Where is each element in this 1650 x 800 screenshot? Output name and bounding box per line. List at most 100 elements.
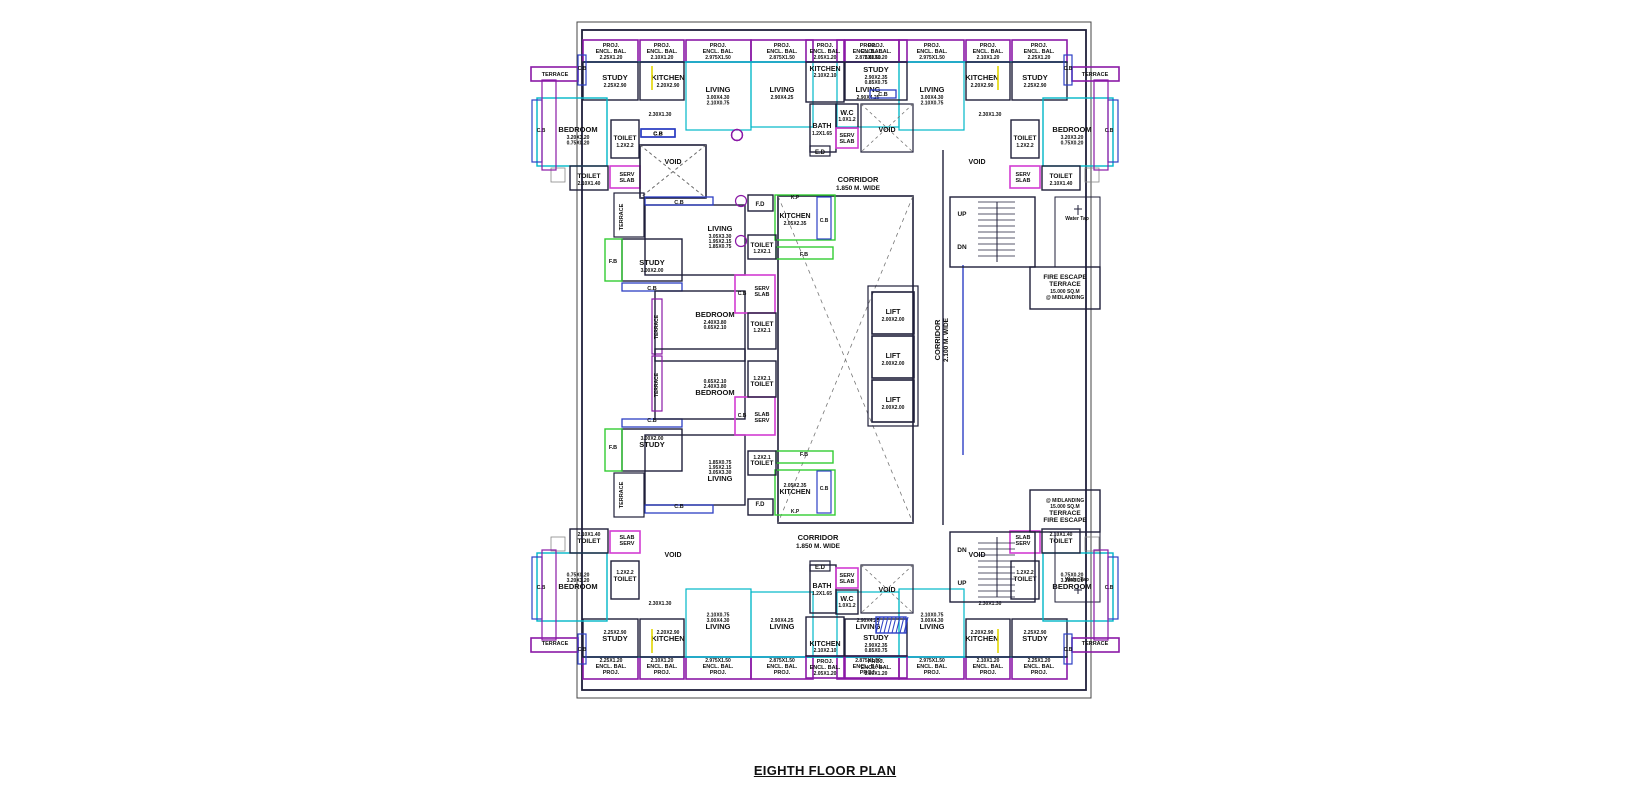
cupboard (640, 128, 676, 138)
balcony-label: PROJ. (817, 659, 834, 665)
room-name: TOILET (614, 135, 637, 142)
room-dimension: 1.2X1.65 (812, 131, 832, 137)
room-toilet (1010, 560, 1040, 600)
terrace-label: TERRACE (654, 372, 660, 397)
balcony-label: ENCL. BAL. (917, 664, 948, 670)
lift-label: LIFT (886, 397, 901, 404)
room-kitchen (639, 61, 685, 101)
lift-label: LIFT (886, 309, 901, 316)
balcony-label: PROJ. (868, 659, 885, 665)
cupboard-label: C.B (578, 647, 587, 653)
water-tap-label: Water Tap (1065, 216, 1089, 222)
terrace (651, 355, 663, 412)
cupboard-label: C.B (738, 413, 747, 419)
room-living (750, 591, 814, 658)
room-name: TOILET (1014, 135, 1037, 142)
cupboard-label: C.B (820, 218, 829, 224)
room-name: BEDROOM (1052, 125, 1091, 134)
slab-outline (576, 21, 1092, 699)
corridor-label: CORRIDOR (838, 175, 879, 184)
hatch-line (883, 616, 889, 634)
cupboard-label: C.B (820, 486, 829, 492)
service-slab-label: SERV (840, 133, 855, 139)
room-toilet (610, 119, 640, 159)
balcony-dimension: 2.875X1.50 (769, 658, 795, 664)
balcony-label: ENCL. BAL. (596, 49, 627, 55)
cupboard-label: C.B (674, 200, 684, 206)
cupboard-label: C.B (537, 585, 546, 591)
room-dimension: 2.90X4.25 (771, 95, 794, 101)
room-dimension: 2.05X2.35 (784, 483, 807, 489)
room-dimension: 2.10X0.75 (707, 613, 730, 619)
void-label: VOID (878, 127, 895, 134)
terrace-label: TERRACE (1082, 641, 1109, 647)
kitchen-platform-label: K.P (791, 509, 800, 515)
terrace-label: TERRACE (619, 481, 625, 508)
room-dimension: 1.2X2.2 (1016, 570, 1033, 576)
corridor-label: CORRIDOR (798, 533, 839, 542)
room-dimension: 3.05X3.30 (709, 470, 732, 476)
cupboard-label: C.B (653, 132, 663, 138)
room-bedroom (654, 290, 746, 362)
room-name: STUDY (639, 440, 664, 449)
service-slab-label: SLAB (840, 139, 855, 145)
balcony-label: PROJ. (774, 670, 791, 676)
balcony-label: ENCL. BAL. (647, 49, 678, 55)
service-slab-label: SLAB (620, 535, 635, 541)
room-study (582, 618, 639, 658)
corridor-width: 1.850 M. WIDE (836, 185, 881, 192)
room-name: KITCHEN (965, 73, 998, 82)
room-dimension: 2.10X0.75 (921, 613, 944, 619)
service-slab-label: SLAB (840, 579, 855, 585)
room-dimension: 2.90X4.25 (771, 618, 794, 624)
service-slab-label: SLAB (1016, 535, 1031, 541)
room-dimension: 2.30X1.30 (979, 601, 1002, 607)
hatch-line (879, 616, 885, 634)
room-dimension: 2.10X0.75 (921, 101, 944, 107)
lift-3 (871, 379, 915, 423)
balcony-label: PROJ. (710, 43, 727, 49)
stair-core (949, 531, 1036, 603)
room-name: LIVING (769, 85, 794, 94)
balcony-dimension: 2.875X1.50 (855, 55, 881, 61)
room-dimension: 1.2X2.1 (753, 328, 770, 334)
cupboard (1063, 633, 1073, 665)
door-swing (734, 194, 748, 208)
flower-bed-label: F.B (609, 259, 617, 265)
room-dimension: 3.00X4.30 (921, 618, 944, 624)
hatch-line (903, 616, 909, 634)
room-wc (835, 589, 859, 615)
room-dimension: 1.85X0.75 (709, 244, 732, 250)
room-name: KITCHEN (779, 213, 810, 220)
room-dimension: 3.00X4.30 (921, 95, 944, 101)
room-study (1011, 618, 1068, 658)
door-label: F.D (756, 502, 766, 508)
room-dimension: 2.10X1.40 (1050, 181, 1073, 187)
room-name: TOILET (578, 173, 601, 180)
corridor-width: 2.100 M. WIDE (943, 317, 950, 362)
void-label: VOID (664, 159, 681, 166)
room-living (836, 591, 900, 658)
room-dimension: 1.85X0.75 (709, 460, 732, 466)
room-dimension: 2.25X2.90 (604, 83, 627, 89)
balcony-dimension: 2.10X1.20 (651, 658, 674, 664)
cupboard (644, 504, 714, 514)
room-dimension: 2.10X1.40 (578, 532, 601, 538)
room-name: LIVING (707, 474, 732, 483)
void-shaft (639, 144, 707, 199)
balcony-label: PROJ. (603, 670, 620, 676)
cupboard (621, 418, 683, 428)
outer-ledge (1093, 79, 1109, 171)
room-name: TOILET (1050, 173, 1073, 180)
service-slab-label: SLAB (620, 178, 635, 184)
cupboard-label: C.B (653, 132, 663, 138)
cupboard-label: C.B (578, 66, 587, 72)
void-label: VOID (878, 587, 895, 594)
room-kitchen (805, 61, 845, 103)
balcony-label: ENCL. BAL. (810, 49, 841, 55)
room-dimension: 2.30X1.30 (649, 601, 672, 607)
electric-duct (809, 560, 831, 572)
door-label: F.D (756, 202, 766, 208)
room-kitchen (774, 194, 836, 241)
